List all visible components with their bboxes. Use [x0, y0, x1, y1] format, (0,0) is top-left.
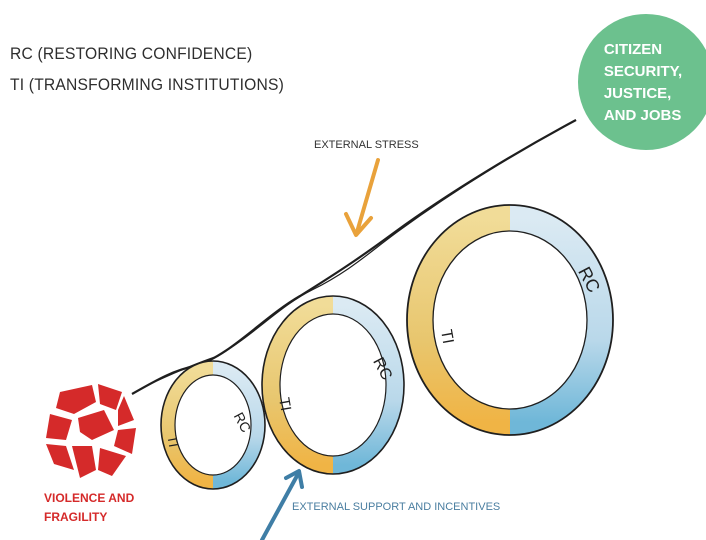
goal-line-2: SECURITY,	[603, 63, 683, 80]
ribbon-tail-upper	[149, 119, 577, 385]
goal-line-1: CITIZEN	[603, 41, 663, 58]
goal-line-3: JUSTICE,	[603, 85, 672, 102]
legend: RC (RESTORING CONFIDENCE) TI (TRANSFORMI…	[10, 38, 284, 100]
loop-2-ti-label: TI	[275, 396, 294, 412]
goal-label: CITIZEN SECURITY, JUSTICE, AND JOBS	[604, 39, 682, 127]
loop-1-outer-edge	[160, 360, 266, 490]
fragility-line-1: VIOLENCE AND	[44, 491, 135, 505]
ribbon-tail	[131, 119, 577, 395]
loop-3-ti-label: TI	[437, 328, 456, 345]
loop-3-ti-band	[407, 205, 511, 435]
loop-3-inner-edge	[432, 230, 588, 410]
legend-ti: TI (TRANSFORMING INSTITUTIONS)	[10, 75, 285, 94]
goal-circle: CITIZEN SECURITY, JUSTICE, AND JOBS	[578, 14, 706, 150]
support-label: EXTERNAL SUPPORT AND INCENTIVES	[292, 501, 500, 513]
loop-3	[406, 204, 614, 436]
support-arrow	[260, 469, 304, 540]
loop-1	[160, 360, 266, 490]
loop-2-outer-edge	[261, 295, 405, 475]
loop-2-ti-band	[262, 296, 334, 474]
legend-rc: RC (RESTORING CONFIDENCE)	[10, 44, 253, 63]
loop-1-inner-edge	[174, 374, 252, 476]
fragility-line-2: FRAGILITY	[44, 510, 107, 524]
loop-2	[261, 295, 405, 475]
loop-1-ti-label: TI	[164, 434, 181, 448]
fragility-shatter-icon	[46, 384, 136, 478]
loop-2-inner-edge	[279, 313, 387, 457]
goal-line-4: AND JOBS	[603, 107, 682, 124]
stress-label: EXTERNAL STRESS	[314, 139, 419, 151]
loop-1-ti-band	[161, 361, 214, 489]
loop-3-outer-edge	[406, 204, 614, 436]
stress-arrow	[344, 158, 380, 237]
